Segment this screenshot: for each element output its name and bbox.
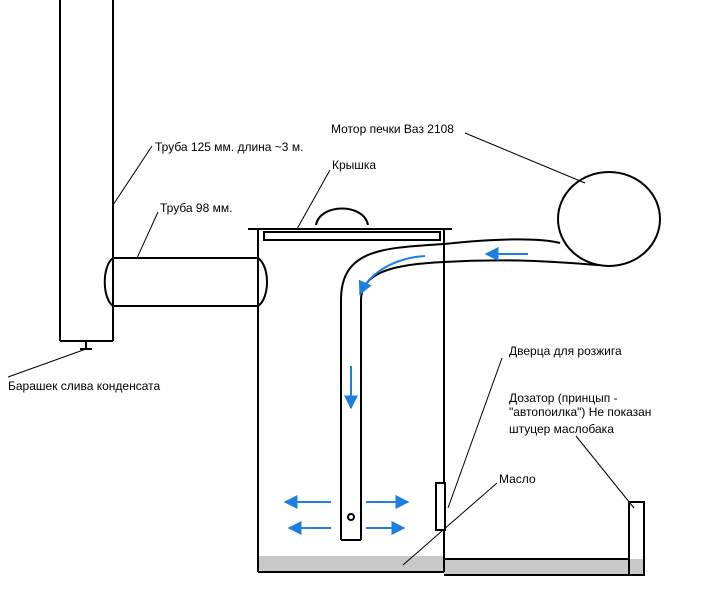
flow-arrows [283,247,528,535]
ignition-door [435,482,446,531]
label-doser-line2: "автопоилка") Не показан [509,405,651,419]
oil-layer-doser [444,559,644,575]
doser-tank [444,501,645,576]
label-lid: Крышка [332,158,376,172]
drain-plug [80,341,92,350]
horizontal-pipe-98 [103,257,268,307]
label-motor: Мотор печки Ваз 2108 [331,122,454,136]
label-doser-line1: Дозатор (принцып - [509,391,618,405]
label-oil: Масло [499,472,536,486]
lid [248,207,452,241]
heater-motor [557,171,661,267]
arrow-flow-curve [358,255,426,296]
label-pipe-98: Труба 98 мм. [160,201,232,215]
label-door: Дверца для розжига [509,344,622,358]
label-doser-line3: штуцер маслобака [509,422,614,436]
oil-layer-main [258,556,444,572]
label-drain: Барашек слива конденсата [8,379,160,393]
leader-lines [7,132,635,566]
air-duct [340,238,599,541]
label-pipe-125: Труба 125 мм. длина ~3 м. [155,140,303,154]
